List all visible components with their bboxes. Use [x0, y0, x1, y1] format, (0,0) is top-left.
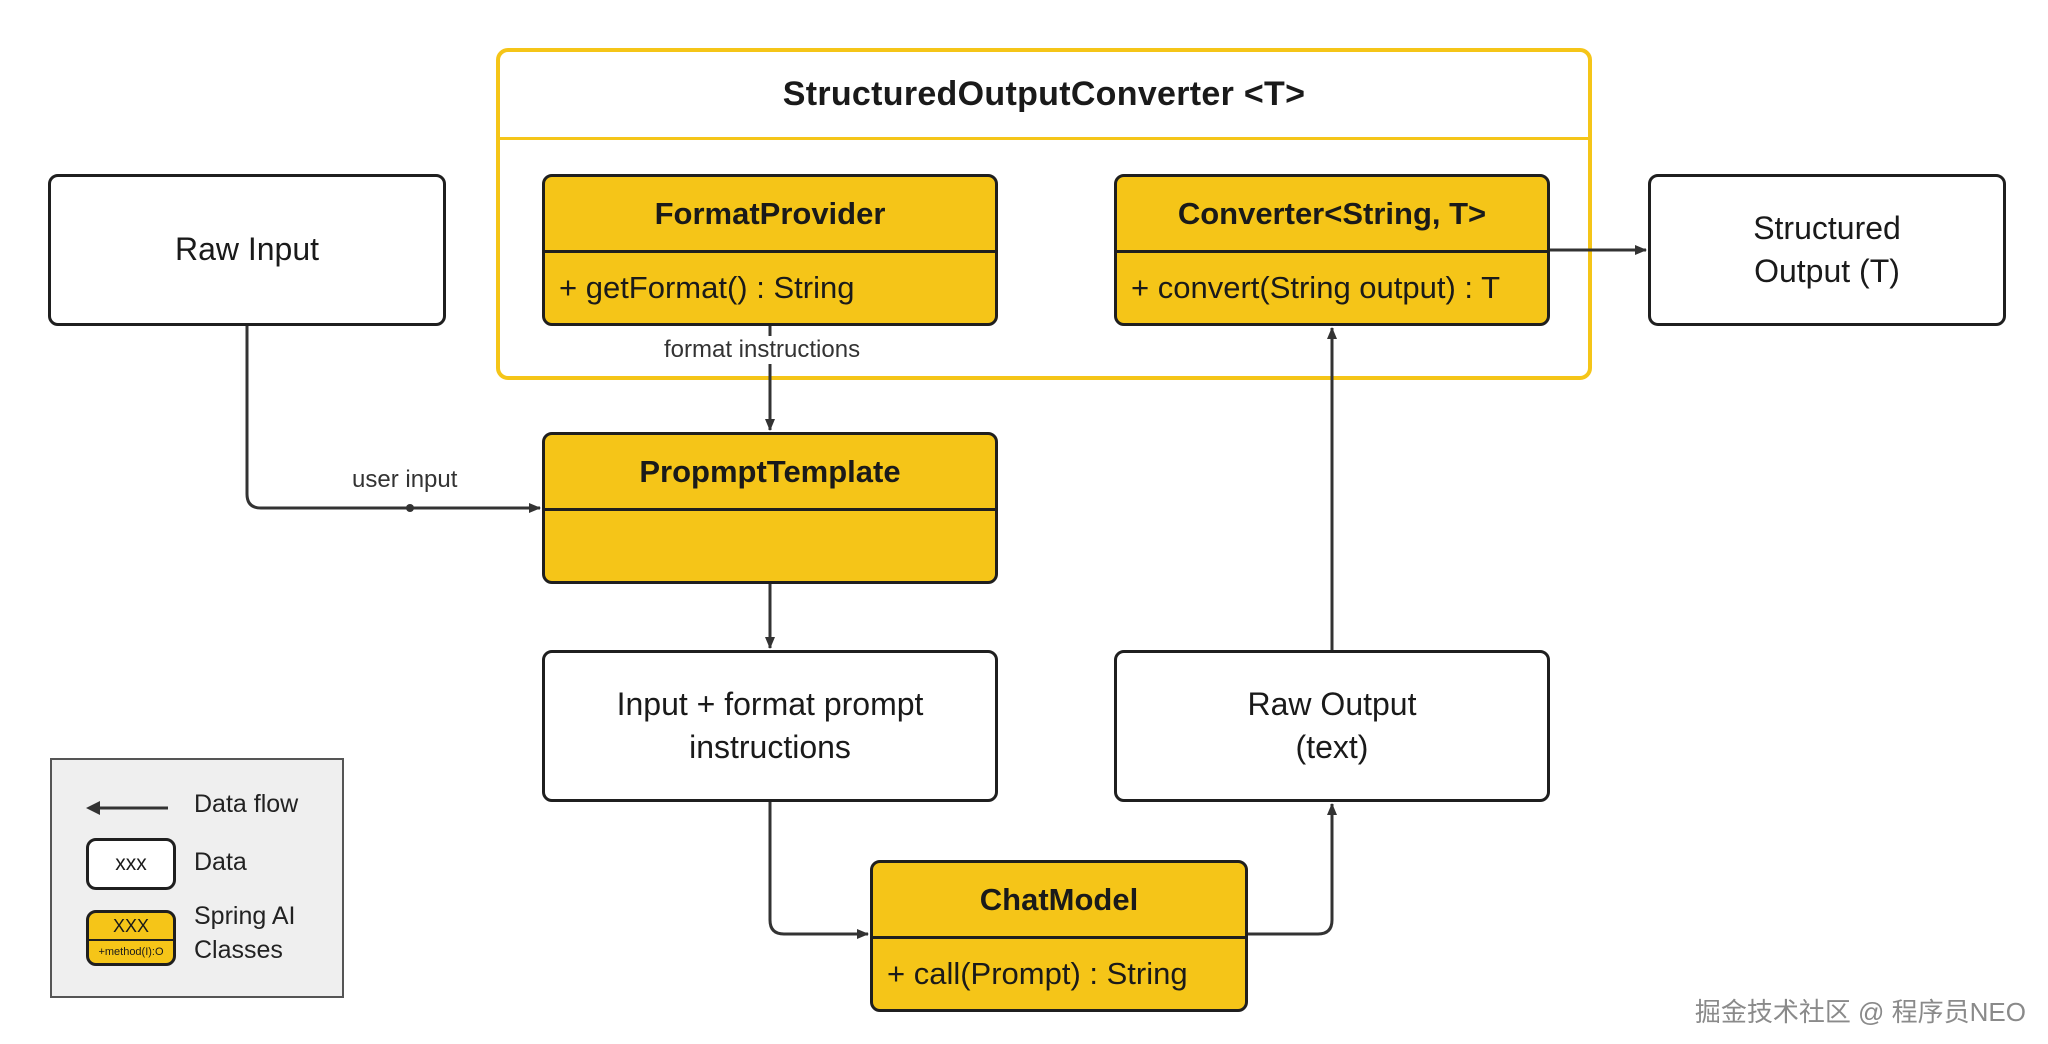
- edge-input-to-chatmodel: [768, 802, 869, 939]
- prompt-template-title: PropmptTemplate: [545, 435, 995, 511]
- converter-title: Converter<String, T>: [1117, 177, 1547, 253]
- edge-chatmodel-to-raw-output: [1248, 803, 1337, 936]
- legend-class-swatch-title: XXX: [89, 913, 173, 941]
- converter-class: Converter<String, T> + convert(String ou…: [1114, 174, 1550, 326]
- raw-output-label: Raw Output (text): [1247, 685, 1417, 765]
- structured-output-label: Structured Output (T): [1753, 209, 1901, 289]
- converter-method: + convert(String output) : T: [1131, 270, 1501, 305]
- user-input-label: user input: [352, 466, 458, 493]
- legend-data-flow-label: Data flow: [194, 790, 299, 818]
- container-title: StructuredOutputConverter <T>: [496, 52, 1592, 140]
- chat-model-method: + call(Prompt) : String: [887, 956, 1188, 991]
- raw-output-box: Raw Output (text): [1114, 650, 1550, 802]
- prompt-template-class: PropmptTemplate: [542, 432, 998, 584]
- legend-data-swatch: xxx: [86, 838, 176, 890]
- legend-data-swatch-text: xxx: [115, 851, 147, 875]
- input-format-label: Input + format prompt instructions: [616, 685, 924, 765]
- format-provider-class: FormatProvider + getFormat() : String: [542, 174, 998, 326]
- edge-user-input-dot: [406, 504, 414, 512]
- structured-output-box: Structured Output (T): [1648, 174, 2006, 326]
- input-format-box: Input + format prompt instructions: [542, 650, 998, 802]
- legend-classes-label: Spring AI Classes: [194, 902, 296, 964]
- legend-class-swatch: XXX +method(I):O: [86, 910, 176, 966]
- legend-class-swatch-method: +method(I):O: [98, 946, 164, 958]
- format-instructions-label: format instructions: [660, 336, 865, 364]
- chat-model-title: ChatModel: [873, 863, 1245, 939]
- legend-data-flow-arrow: [86, 801, 168, 815]
- chat-model-class: ChatModel + call(Prompt) : String: [870, 860, 1248, 1012]
- edge-raw-input-to-template: [245, 326, 541, 513]
- format-provider-title: FormatProvider: [545, 177, 995, 253]
- raw-input-box: Raw Input: [48, 174, 446, 326]
- format-provider-method: + getFormat() : String: [559, 270, 855, 305]
- watermark: 掘金技术社区 @ 程序员NEO: [1694, 997, 2026, 1027]
- legend-data-label: Data: [194, 848, 247, 876]
- raw-input-label: Raw Input: [174, 231, 320, 268]
- structured-output-converter-container: [496, 48, 1592, 380]
